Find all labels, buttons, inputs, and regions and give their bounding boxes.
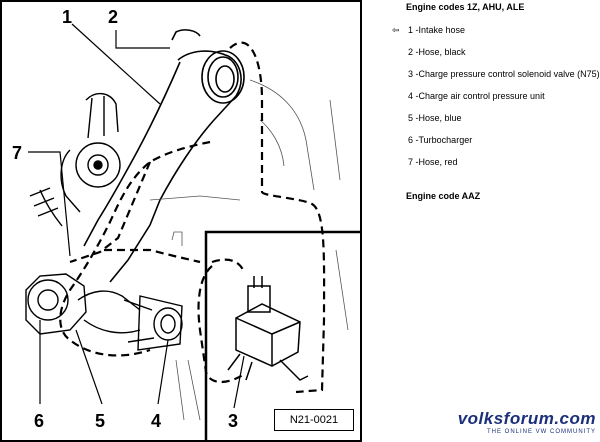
- legend-item: 2 -Hose, black: [408, 47, 466, 57]
- callout-1: 1: [62, 7, 73, 27]
- callout-6: 6: [34, 411, 45, 431]
- diagram-frame: [0, 0, 362, 442]
- legend-item: 3 -Charge pressure control solenoid valv…: [408, 69, 600, 79]
- leader-4: [157, 339, 169, 405]
- turbocharger: [25, 93, 141, 335]
- callout-4: 4: [151, 411, 162, 431]
- intake-hose: [83, 29, 245, 283]
- solenoid-valve: [227, 276, 309, 381]
- callout-5: 5: [95, 411, 106, 431]
- leader-1: [71, 23, 161, 105]
- intake-opening: [201, 50, 245, 104]
- callout-7: 7: [12, 143, 23, 163]
- leader-5: [75, 329, 103, 405]
- legend-item: 5 -Hose, blue: [408, 113, 462, 123]
- figure-code: N21-0021: [274, 409, 354, 431]
- leader-2: [115, 30, 170, 49]
- pressure-unit: [123, 295, 183, 351]
- arrow-left-icon: ⇦: [392, 25, 400, 35]
- leader-3: [233, 355, 245, 409]
- legend-item: 1 -Intake hose: [408, 25, 466, 35]
- legend-item: 7 -Hose, red: [408, 157, 458, 167]
- leader-lines: [28, 23, 245, 409]
- callout-3: 3: [228, 411, 239, 431]
- callout-2: 2: [108, 7, 119, 27]
- engine-block: [149, 79, 349, 421]
- legend-heading-1: Engine codes 1Z, AHU, ALE: [406, 2, 525, 12]
- volksforum-logo[interactable]: volksforum.com THE ONLINE VW COMMUNITY: [448, 409, 600, 442]
- legend-heading-2: Engine code AAZ: [406, 191, 481, 201]
- legend-item: 4 -Charge air control pressure unit: [408, 91, 545, 101]
- diagram-drawing: [0, 0, 362, 442]
- legend-panel: Engine codes 1Z, AHU, ALE ⇦ 1 -Intake ho…: [362, 0, 600, 400]
- brand-name: volksforum.com: [457, 409, 596, 428]
- dashed-hoses: [59, 41, 326, 394]
- brand-tagline: THE ONLINE VW COMMUNITY: [486, 429, 596, 435]
- leader-7: [28, 151, 71, 257]
- engine-diagram: 1 2 3 4 5 6 7 N21-0021: [0, 0, 362, 442]
- legend-item: 6 -Turbocharger: [408, 135, 473, 145]
